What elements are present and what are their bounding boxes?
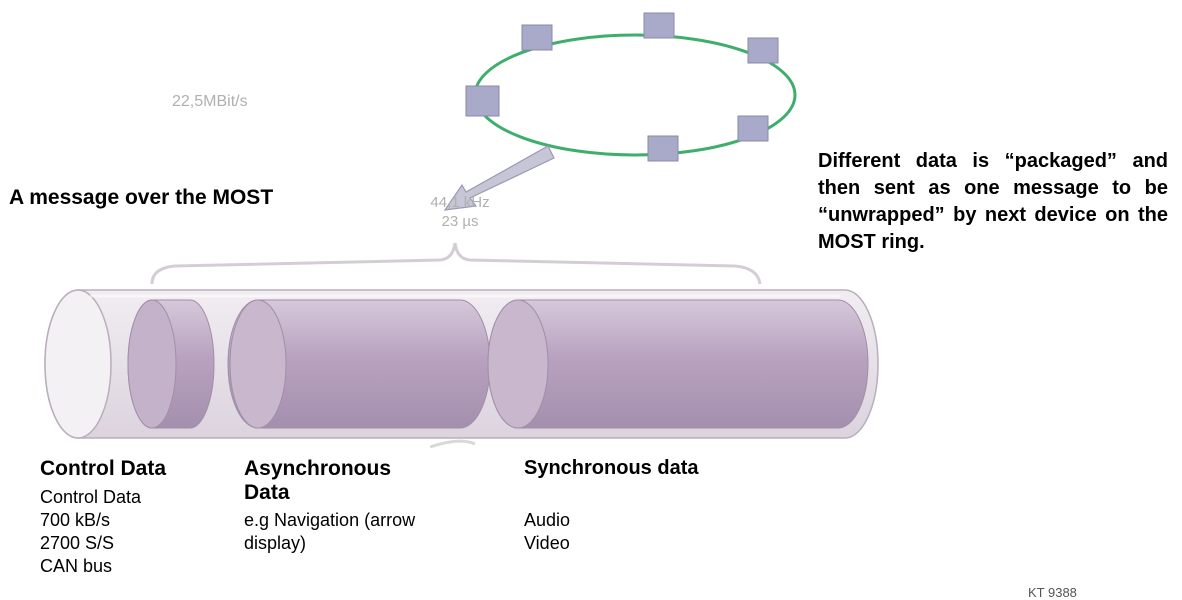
control-line: Control Data	[40, 487, 142, 507]
message-brace	[150, 242, 762, 285]
segment-async-face	[229, 299, 287, 429]
async-heading: Data	[244, 481, 290, 504]
control-line: CAN bus	[40, 556, 113, 576]
sync-line: Audio	[524, 510, 571, 530]
async-line: e.g Navigation (arrow	[244, 510, 416, 530]
async-line: display)	[244, 533, 307, 553]
ring-node	[465, 85, 500, 117]
tube-stub	[429, 439, 476, 449]
ring-node	[747, 37, 779, 64]
segment-control-face	[127, 299, 177, 429]
ring-node	[643, 12, 675, 39]
tube-end-cap	[44, 289, 112, 439]
segment-sync-face	[487, 299, 549, 429]
ring-node	[647, 135, 679, 162]
control-line: 700 kB/s	[40, 510, 111, 530]
side-note: Different data is “packaged” and then se…	[818, 150, 1168, 253]
segment-async	[227, 299, 491, 429]
sync-heading: Synchronous data	[524, 457, 699, 479]
arrow-icon	[443, 145, 555, 211]
figure-id: KT 9388	[1028, 585, 1077, 600]
ring-node	[737, 115, 769, 142]
control-line: 2700 S/S	[40, 533, 115, 553]
most-ring	[465, 12, 797, 162]
async-heading: Asynchronous	[244, 457, 392, 480]
frame-rate-label: 44,1 kHz	[430, 194, 490, 211]
sync-line: Video	[524, 533, 570, 553]
frame-time-label: 23 µs	[441, 213, 479, 230]
ring-rate-label: 22,5MBit/s	[172, 93, 248, 110]
message-tube	[44, 289, 879, 439]
diagram-title: A message over the MOST	[9, 186, 274, 209]
control-heading: Control Data	[40, 457, 166, 480]
ring-node	[521, 24, 553, 51]
